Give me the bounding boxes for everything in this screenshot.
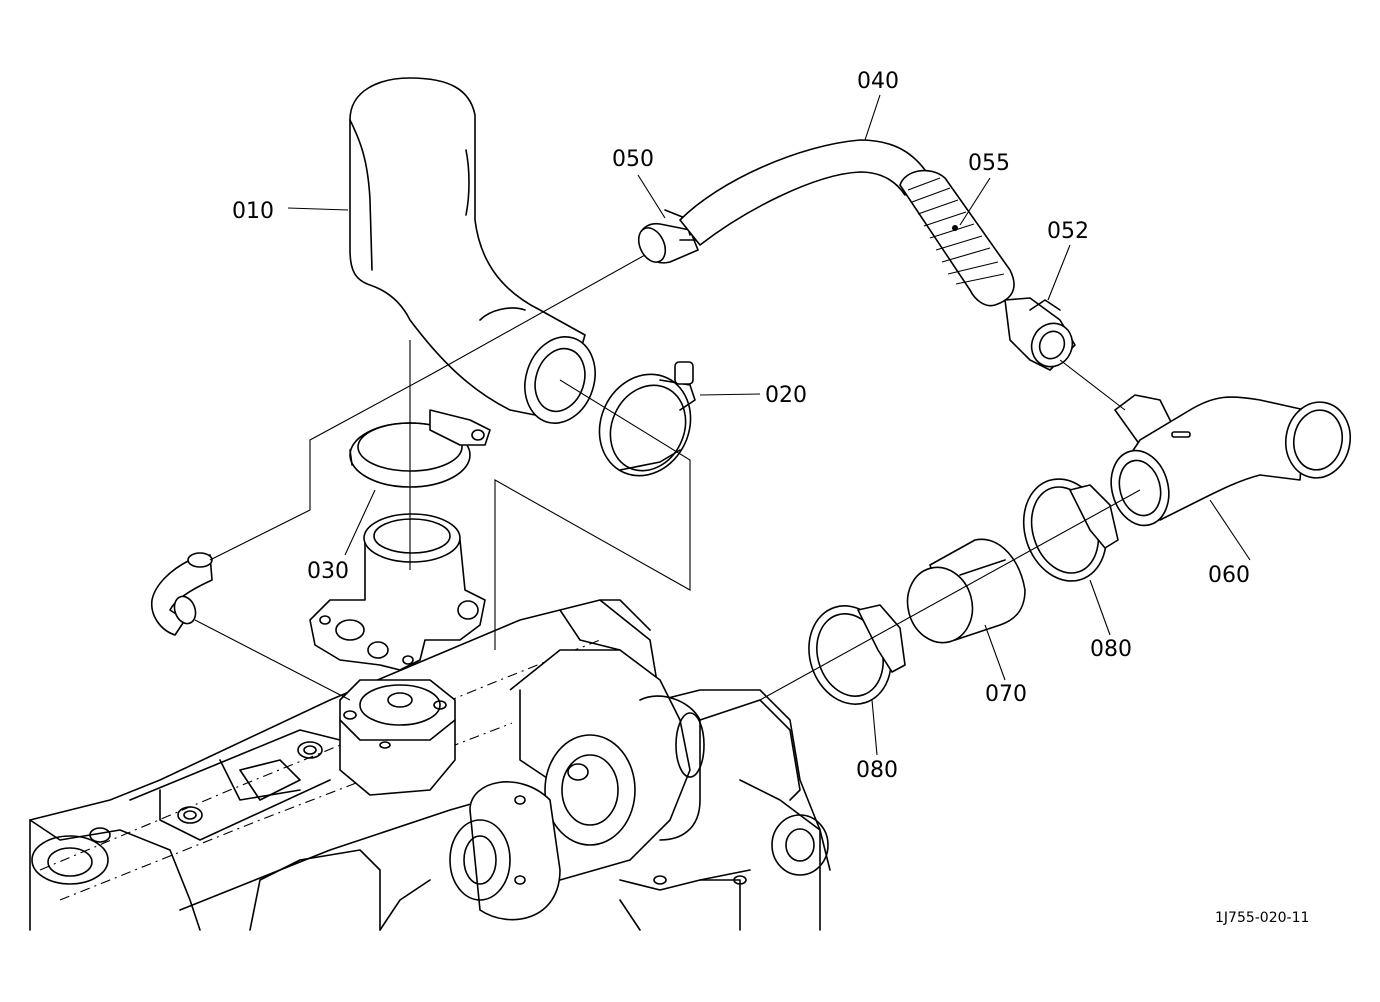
part-052-clamp	[1004, 297, 1076, 371]
water-outlet-flange	[309, 513, 486, 671]
label-060: 060	[1208, 563, 1250, 588]
part-labels: 010 020 030 040 050 052 055 060 070 080 …	[232, 69, 1250, 783]
part-055-protector	[899, 169, 1015, 307]
part-020-clamp	[598, 361, 696, 477]
label-070: 070	[985, 682, 1027, 707]
part-010-hose	[349, 77, 596, 424]
part-060-pipe	[1110, 394, 1351, 527]
label-080-lower: 080	[856, 758, 898, 783]
thermostat-housing	[339, 679, 456, 796]
label-080-upper: 080	[1090, 637, 1132, 662]
label-040: 040	[857, 69, 899, 94]
diagram-reference-code: 1J755-020-11	[1215, 910, 1309, 926]
label-055: 055	[968, 151, 1010, 176]
part-070-hose	[906, 538, 1026, 644]
part-080-clamp-upper	[1022, 478, 1119, 582]
explode-lines	[194, 254, 1141, 701]
label-052: 052	[1047, 219, 1089, 244]
label-010: 010	[232, 199, 274, 224]
label-030: 030	[307, 559, 349, 584]
part-040-hose	[679, 139, 926, 246]
label-050: 050	[612, 147, 654, 172]
bypass-elbow	[150, 552, 213, 636]
turbocharger	[449, 649, 831, 931]
part-050-clamp	[637, 209, 701, 264]
leader-lines	[287, 94, 1251, 756]
part-080-clamp-lower	[808, 604, 906, 705]
label-020: 020	[765, 383, 807, 408]
part-030-clamp	[349, 409, 491, 488]
